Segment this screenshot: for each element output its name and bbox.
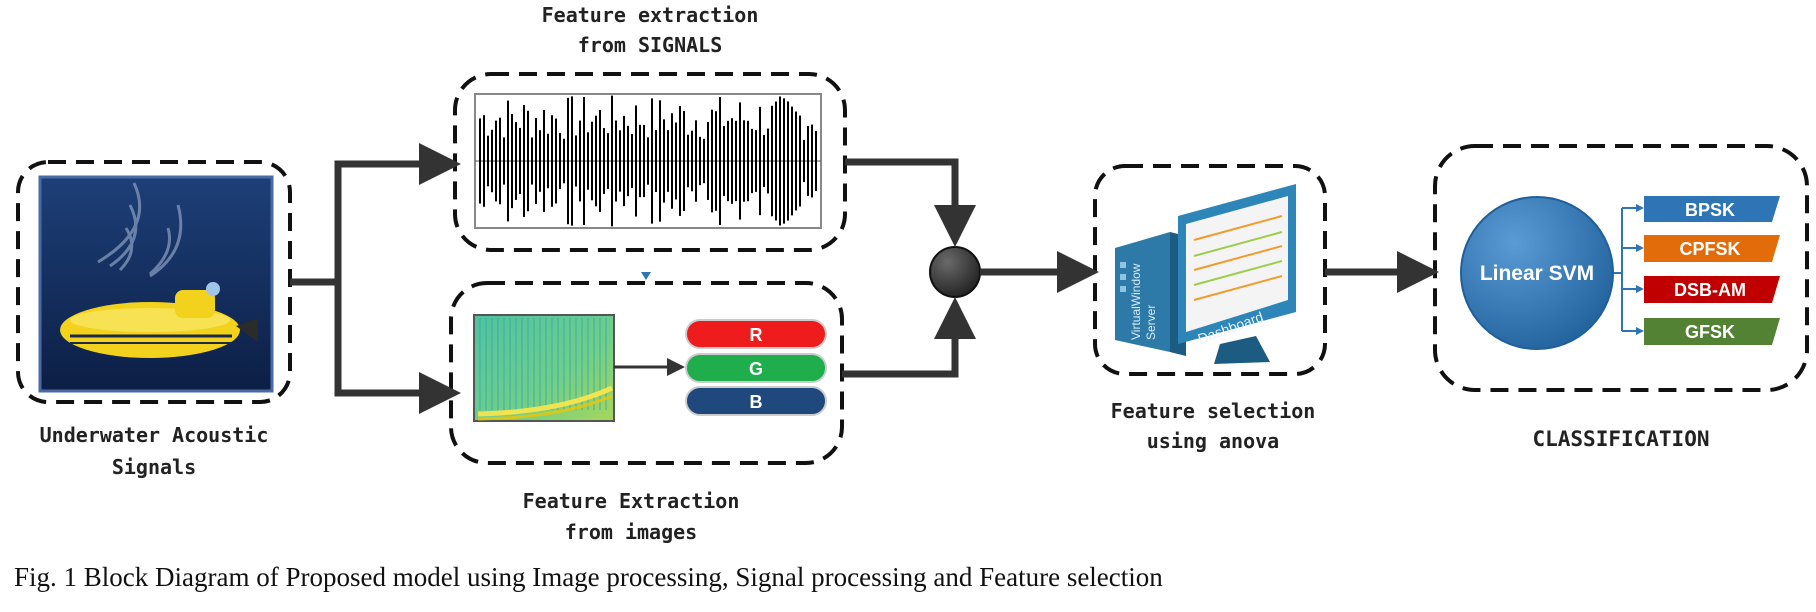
rgb-pill-b: B xyxy=(685,386,827,416)
linear-svm-node: Linear SVM xyxy=(1460,196,1614,350)
selection-label-line-1: Feature selection xyxy=(1111,399,1316,423)
images-label-line-2: from images xyxy=(565,520,697,544)
submarine-picture xyxy=(38,175,274,393)
class-bpsk-label: BPSK xyxy=(1685,200,1735,220)
class-tag-gfsk: GFSK xyxy=(1644,318,1780,345)
arrow-to-signals xyxy=(334,143,461,282)
arrow-signals-to-node xyxy=(845,158,976,247)
rgb-r-label: R xyxy=(750,325,763,345)
rgb-b-label: B xyxy=(750,392,763,412)
server-text-1: VirtualWindow xyxy=(1129,263,1143,340)
images-label-line-1: Feature Extraction xyxy=(523,489,740,513)
class-gfsk-label: GFSK xyxy=(1685,322,1735,342)
monitor-picture: VirtualWindow Server Dashboard xyxy=(1115,184,1296,364)
input-label-line-2: Signals xyxy=(112,455,196,479)
waveform-picture xyxy=(474,93,822,229)
arrow-to-images xyxy=(334,282,461,414)
merge-node xyxy=(929,246,981,298)
rgb-pill-r: R xyxy=(685,319,827,349)
rgb-pill-g: G xyxy=(685,353,827,383)
rgb-g-label: G xyxy=(749,359,763,379)
small-marker xyxy=(641,272,651,280)
signals-title-line-1: Feature extraction xyxy=(542,3,759,27)
figure-caption: Fig. 1 Block Diagram of Proposed model u… xyxy=(14,562,1163,592)
selection-label-line-2: using anova xyxy=(1147,429,1279,453)
arrow-images-to-node xyxy=(842,297,976,378)
server-text-2: Server xyxy=(1144,305,1158,340)
spectrogram-picture xyxy=(473,314,615,422)
class-dsbam-label: DSB-AM xyxy=(1674,280,1746,300)
classification-label: CLASSIFICATION xyxy=(1532,427,1709,451)
input-label-line-1: Underwater Acoustic xyxy=(40,423,269,447)
class-cpfsk-label: CPFSK xyxy=(1679,239,1740,259)
class-tag-dsbam: DSB-AM xyxy=(1644,276,1780,303)
signals-title-line-2: from SIGNALS xyxy=(578,33,723,57)
svm-label: Linear SVM xyxy=(1480,262,1594,285)
class-tag-cpfsk: CPFSK xyxy=(1644,235,1780,262)
class-tag-bpsk: BPSK xyxy=(1644,196,1780,222)
